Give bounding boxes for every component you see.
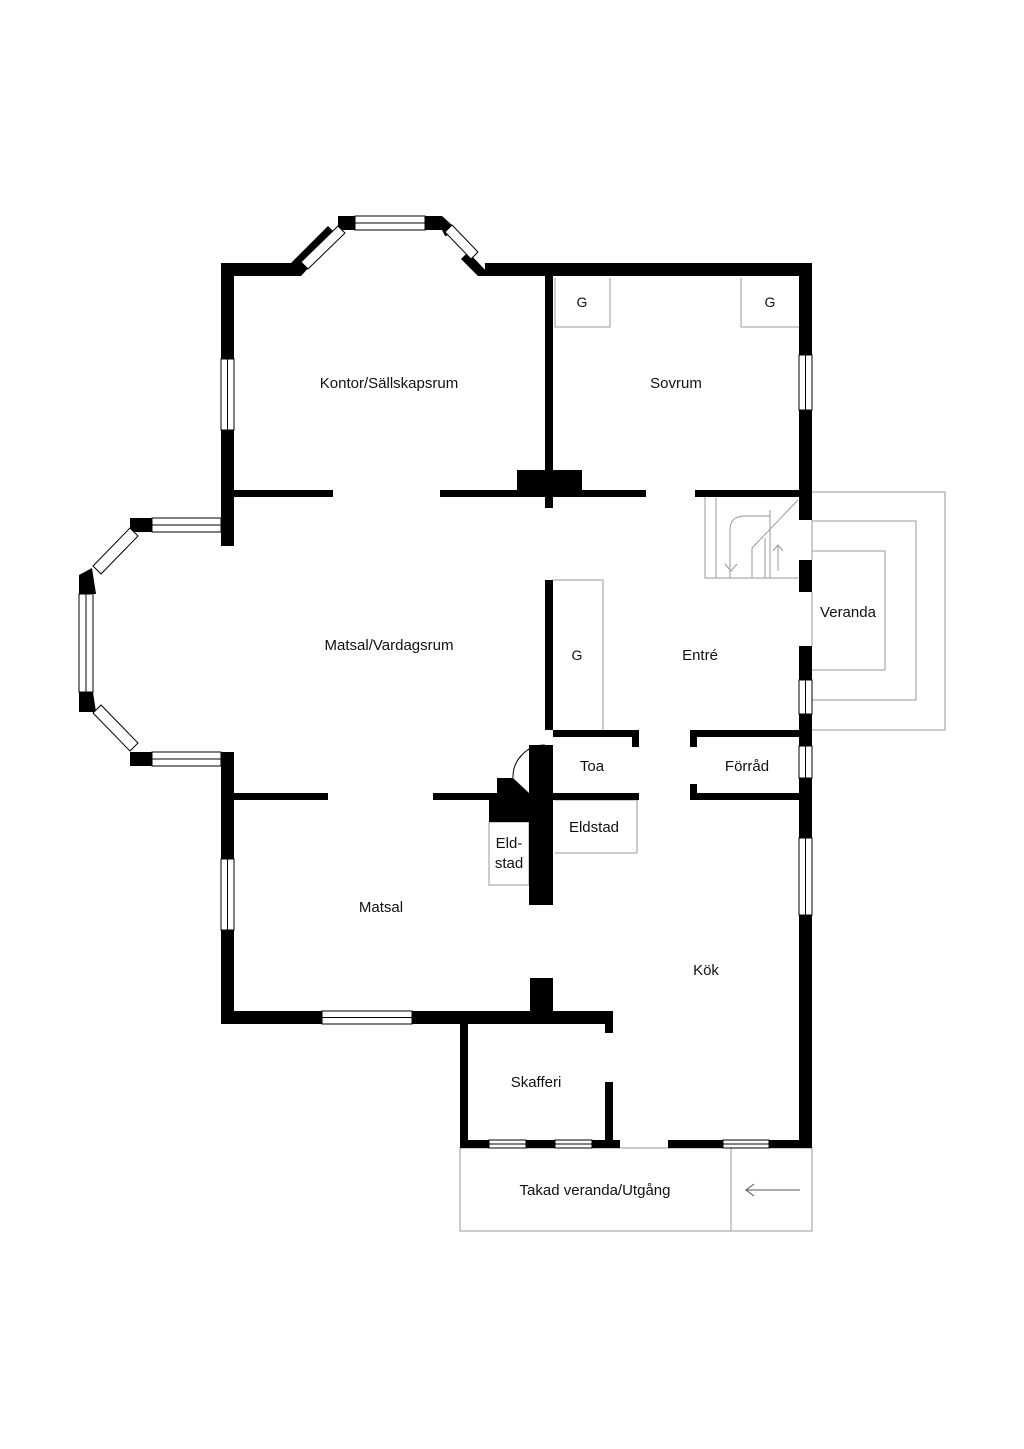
windows xyxy=(220,354,813,1149)
room-label-takad-veranda: Takad veranda/Utgång xyxy=(520,1182,671,1199)
arrow-left-icon xyxy=(745,1183,800,1197)
bay-window-left xyxy=(78,517,222,767)
wardrobe-label: G xyxy=(765,294,776,310)
bay-window-top xyxy=(291,215,491,276)
wardrobe-label: G xyxy=(577,294,588,310)
wardrobe-sovrum-right xyxy=(740,278,800,328)
room-label-kok: Kök xyxy=(693,962,719,979)
room-label-eldstad: Eldstad xyxy=(569,819,619,836)
covered-veranda-outline xyxy=(459,1147,813,1232)
room-label-toa: Toa xyxy=(580,758,605,775)
room-label-forrad: Förråd xyxy=(725,758,769,775)
room-label-matsal: Matsal xyxy=(359,899,403,916)
room-label-kontor: Kontor/Sällskapsrum xyxy=(320,375,458,392)
wardrobe-outlines xyxy=(553,278,800,730)
walls xyxy=(221,263,812,1148)
wardrobe-sovrum-left xyxy=(554,278,611,328)
wardrobe-entre xyxy=(553,579,604,730)
room-label-matsal-vardagsrum: Matsal/Vardagsrum xyxy=(325,637,454,654)
stairs-icon xyxy=(704,493,799,579)
room-label-sovrum: Sovrum xyxy=(650,375,702,392)
room-label-veranda: Veranda xyxy=(820,604,877,621)
fireplace-small-outline xyxy=(488,821,530,886)
toa-door-jamb xyxy=(531,745,545,767)
room-label-eldstad-small-1: Eld- xyxy=(496,835,523,852)
room-label-eldstad-small-2: stad xyxy=(495,855,523,872)
wardrobe-label: G xyxy=(572,647,583,663)
veranda-outline xyxy=(812,491,946,731)
room-label-skafferi: Skafferi xyxy=(511,1074,562,1091)
room-label-entre: Entré xyxy=(682,647,718,664)
fireplace-icon xyxy=(489,778,529,822)
